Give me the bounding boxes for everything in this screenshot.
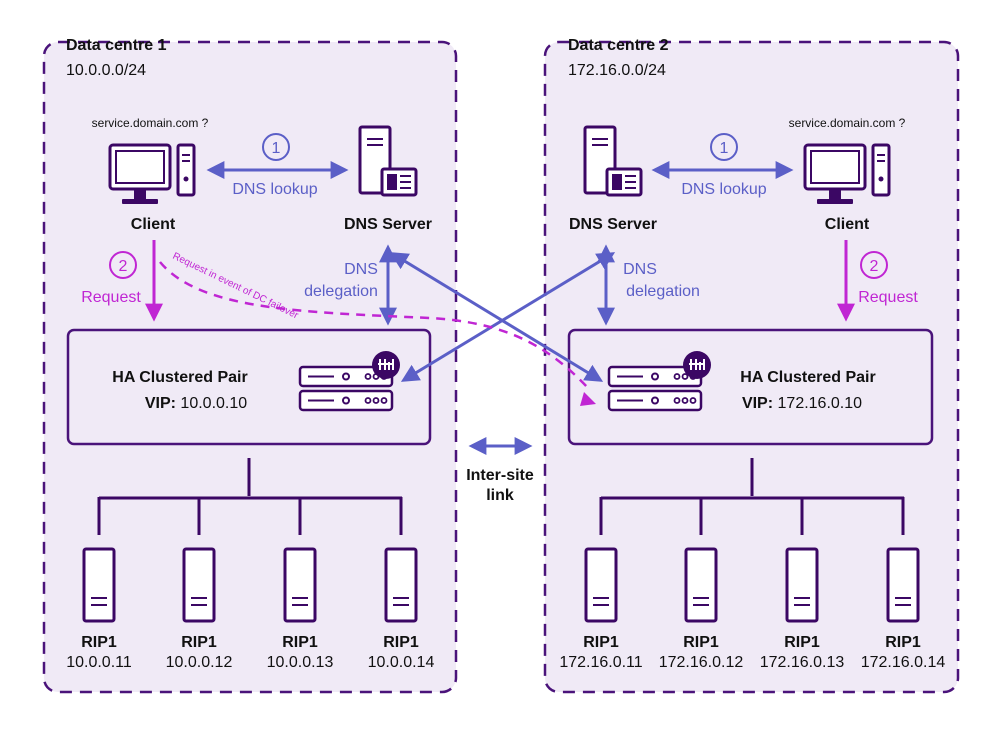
dc2-rip-3-label: RIP1 — [784, 634, 820, 651]
dc1-rip-2-server-icon — [182, 547, 216, 623]
dc1-vip-key: VIP: — [145, 395, 176, 412]
dc2-lookup-step-badge — [710, 133, 738, 161]
dc1-rip-2-ip: 10.0.0.12 — [166, 654, 233, 671]
dc1-lookup-step-number: 1 — [272, 140, 281, 157]
dc2-query-text: service.domain.com ? — [789, 116, 906, 130]
dc2-request-step-number: 2 — [870, 258, 879, 275]
dc2-rip-4-label: RIP1 — [885, 634, 921, 651]
dc1-rip-4-label: RIP1 — [383, 634, 419, 651]
dc2-delegation-label-line1: DNS — [623, 261, 657, 278]
failover-request-path — [159, 261, 589, 389]
dc1-lookup-label: DNS lookup — [232, 181, 317, 198]
dc2-ha-pair-box — [567, 328, 934, 446]
dc2-rip-2-server-icon — [684, 547, 718, 623]
dc2-rip-3-server-icon — [785, 547, 819, 623]
dc1-rip-1-server-icon — [82, 547, 116, 623]
dc2-rip-3-ip: 172.16.0.13 — [760, 654, 845, 671]
dc2-delegation-label-line2: delegation — [626, 283, 700, 300]
dc1-delegation-label-line2: delegation — [304, 283, 378, 300]
dc2-rip-1-server-icon — [584, 547, 618, 623]
dc2-dns-label: DNS Server — [569, 216, 657, 233]
dc2-server-tree — [599, 458, 905, 535]
dc2-rip-1-label: RIP1 — [583, 634, 619, 651]
dc2-rip-2-label: RIP1 — [683, 634, 719, 651]
dc1-ha-pair-box — [66, 328, 432, 446]
dc2-client-label: Client — [825, 216, 870, 233]
dc2-appliance-2-icon — [607, 389, 703, 412]
dc1-rip-3-label: RIP1 — [282, 634, 318, 651]
dc1-request-label: Request — [81, 289, 141, 306]
dc1-lookup-step-badge — [262, 133, 290, 161]
dc1-rip-4-server-icon — [384, 547, 418, 623]
zone-dc1-title: Data centre 1 — [66, 37, 167, 54]
dc1-brand-badge-icon — [371, 350, 401, 380]
dc1-query-text: service.domain.com ? — [92, 116, 209, 130]
dc1-rip-3-server-icon — [283, 547, 317, 623]
dc2-ha-title: HA Clustered Pair — [740, 369, 875, 386]
zone-dc2-title: Data centre 2 — [568, 37, 669, 54]
cross-delegation-dc2-to-dc1 — [400, 252, 616, 382]
dc1-ha-title: HA Clustered Pair — [112, 369, 247, 386]
dc1-appliance-2-icon — [298, 389, 394, 412]
zone-dc1-subnet: 10.0.0.0/24 — [66, 62, 146, 79]
dc2-vip-key: VIP: — [742, 395, 773, 412]
dc1-client-label: Client — [131, 216, 176, 233]
dc2-brand-badge-icon — [682, 350, 712, 380]
dc2-lookup-step-number: 1 — [720, 140, 729, 157]
dc1-server-tree — [97, 458, 403, 535]
dc1-rip-1-ip: 10.0.0.11 — [66, 654, 132, 671]
dc2-rip-4-server-icon — [886, 547, 920, 623]
dc2-rip-1-ip: 172.16.0.11 — [559, 654, 642, 671]
inter-site-label-line2: link — [486, 487, 514, 504]
dc1-rip-1-label: RIP1 — [81, 634, 117, 651]
dc2-lookup-label: DNS lookup — [681, 181, 766, 198]
dc2-rip-4-ip: 172.16.0.14 — [861, 654, 946, 671]
failover-arrowhead — [580, 392, 596, 406]
dc1-request-step-number: 2 — [119, 258, 128, 275]
dc1-rip-3-ip: 10.0.0.13 — [267, 654, 334, 671]
dc1-request-step-badge — [109, 251, 137, 279]
dc1-rip-4-ip: 10.0.0.14 — [368, 654, 435, 671]
dc2-request-step-badge — [860, 251, 888, 279]
inter-site-label-line1: Inter-site — [466, 467, 534, 484]
dc2-request-label: Request — [858, 289, 918, 306]
dc1-vip: VIP: 10.0.0.10 — [145, 395, 247, 412]
zone-dc2-subnet: 172.16.0.0/24 — [568, 62, 666, 79]
dc1-rip-2-label: RIP1 — [181, 634, 217, 651]
dc1-delegation-label-line1: DNS — [344, 261, 378, 278]
dc1-dns-label: DNS Server — [344, 216, 432, 233]
dc1-vip-value: 10.0.0.10 — [180, 395, 247, 412]
dc2-vip: VIP: 172.16.0.10 — [742, 395, 862, 412]
dc2-vip-value: 172.16.0.10 — [778, 395, 863, 412]
dc2-rip-2-ip: 172.16.0.12 — [659, 654, 744, 671]
